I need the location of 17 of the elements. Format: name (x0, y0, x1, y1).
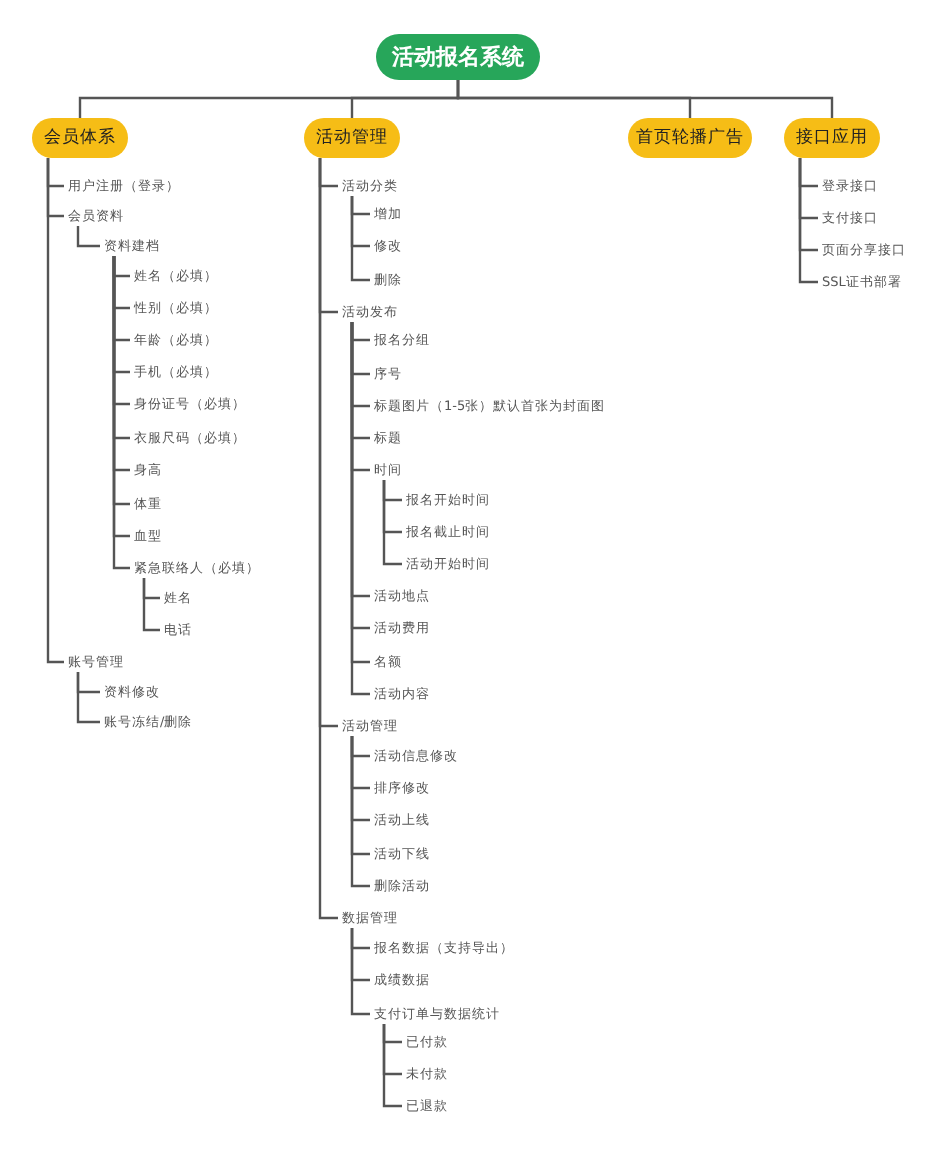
branch-line (46, 158, 64, 664)
branch-line (76, 226, 100, 248)
branch-topic: 活动管理 (304, 118, 400, 158)
branch-topic: 会员体系 (32, 118, 128, 158)
branch-topic: 首页轮播广告 (628, 118, 752, 158)
root-topic: 活动报名系统 (376, 34, 540, 80)
branch-line (382, 1024, 402, 1108)
branch-line (142, 578, 160, 632)
branch-line (76, 672, 100, 724)
branch-line (382, 480, 402, 566)
branch-line (350, 196, 370, 282)
branch-line (456, 80, 834, 118)
branch-topic: 接口应用 (784, 118, 880, 158)
branch-line (350, 736, 370, 888)
branch-line (798, 158, 818, 284)
branch-line (318, 158, 338, 920)
branch-line (350, 928, 370, 1016)
